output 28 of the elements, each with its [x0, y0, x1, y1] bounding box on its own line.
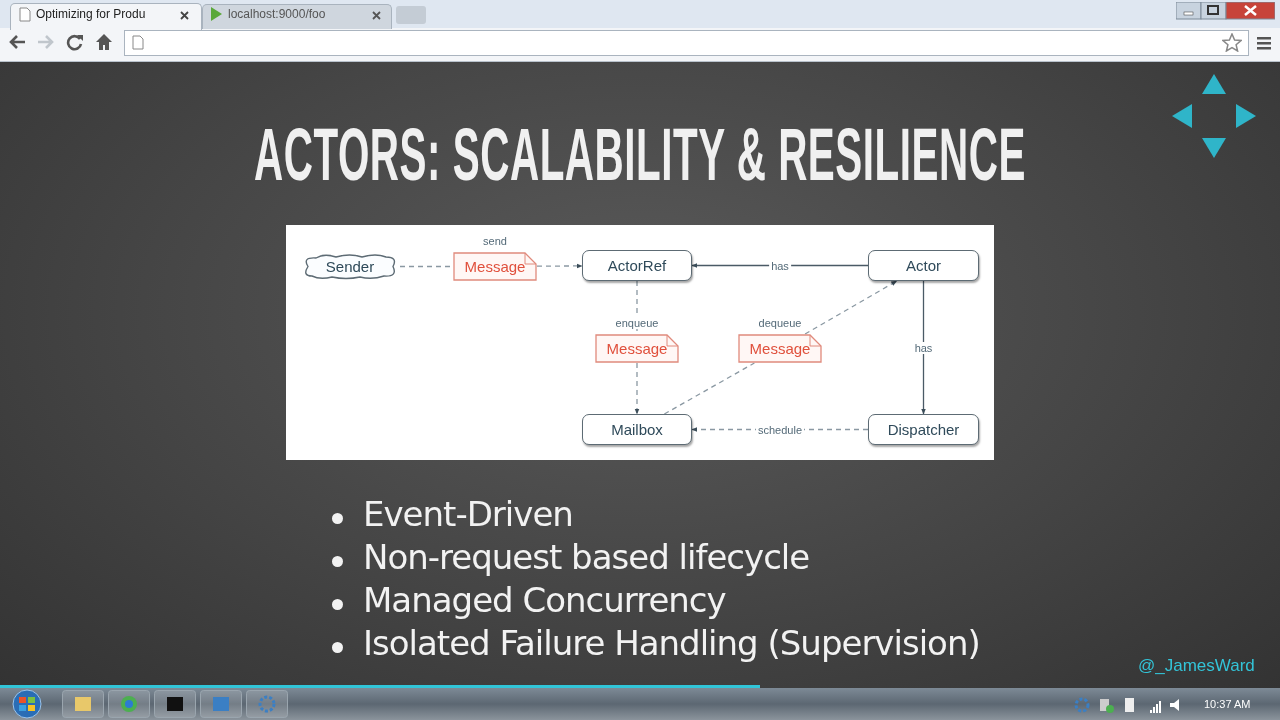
message-note: Message — [738, 334, 822, 363]
arrow — [536, 263, 583, 269]
rounded-box: ActorRef — [582, 250, 692, 281]
rounded-box: Actor — [868, 250, 979, 281]
edge-label: has — [769, 259, 791, 272]
message-note: Message — [453, 252, 537, 281]
tab-title: localhost:9000/foo — [228, 7, 326, 21]
twitter-handle: @_JamesWard — [1138, 656, 1255, 676]
message-caption: dequeue — [756, 317, 804, 329]
bullet-text: Managed Concurrency — [363, 580, 726, 620]
arrow — [634, 362, 640, 415]
message-caption: send — [481, 235, 509, 247]
slide-title: ACTORS: SCALABILITY & RESILIENCE — [254, 112, 1026, 197]
bullet-text: Event-Driven — [363, 494, 573, 534]
edge-label: has — [912, 341, 935, 354]
bullet-text: Non-request based lifecycle — [363, 537, 810, 577]
tab-title: Optimizing for Produ — [36, 7, 147, 21]
arrow — [691, 263, 869, 268]
arrow — [921, 280, 926, 415]
message-note: Message — [595, 334, 679, 363]
rounded-box: Dispatcher — [868, 414, 979, 445]
arrow — [804, 280, 898, 335]
rounded-box: Mailbox — [582, 414, 692, 445]
edge-label: schedule — [756, 423, 804, 436]
message-caption: enqueue — [613, 317, 661, 329]
connector-line — [663, 362, 756, 415]
bullet-text: Isolated Failure Handling (Supervision) — [363, 623, 980, 663]
clock-time: 10:37 AM — [1204, 698, 1251, 710]
